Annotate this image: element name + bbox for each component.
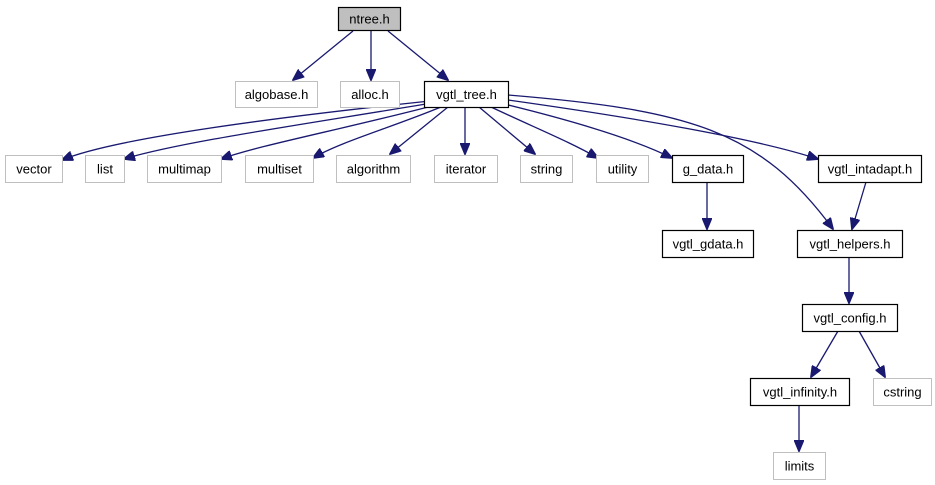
node-list: list bbox=[85, 155, 125, 183]
file-node bbox=[147, 155, 222, 183]
file-node bbox=[671, 154, 745, 184]
file-node bbox=[773, 452, 826, 480]
file-node bbox=[801, 303, 899, 333]
node-label: vgtl_helpers.h bbox=[810, 237, 891, 252]
node-label: vgtl_config.h bbox=[814, 311, 887, 326]
node-label: vgtl_tree.h bbox=[436, 87, 497, 102]
node-vector: vector bbox=[5, 155, 63, 183]
node-multimap: multimap bbox=[147, 155, 222, 183]
node-vgtl-config-h[interactable]: vgtl_config.h bbox=[801, 303, 899, 333]
node-label: multimap bbox=[158, 162, 211, 177]
file-node bbox=[873, 378, 932, 406]
node-multiset: multiset bbox=[245, 155, 314, 183]
edges-layer bbox=[62, 30, 885, 451]
node-label: algobase.h bbox=[245, 87, 309, 102]
node-algorithm: algorithm bbox=[336, 155, 411, 183]
edge-ntree-h-to-algobase-h bbox=[293, 30, 354, 80]
node-label: string bbox=[531, 162, 563, 177]
file-node bbox=[434, 155, 498, 183]
node-label: list bbox=[97, 162, 113, 177]
node-algobase-h: algobase.h bbox=[235, 81, 318, 108]
file-node bbox=[520, 155, 573, 183]
file-node bbox=[340, 81, 400, 108]
node-label: alloc.h bbox=[351, 87, 389, 102]
file-node bbox=[817, 154, 923, 184]
node-label: multiset bbox=[257, 162, 302, 177]
node-string: string bbox=[520, 155, 573, 183]
node-vgtl-infinity-h[interactable]: vgtl_infinity.h bbox=[749, 377, 851, 407]
edge-vgtl-config-h-to-vgtl-infinity-h bbox=[811, 330, 839, 377]
edge-vgtl-tree-h-to-vector bbox=[62, 100, 431, 160]
file-node bbox=[337, 6, 402, 32]
node-vgtl-tree-h[interactable]: vgtl_tree.h bbox=[423, 80, 510, 109]
edge-vgtl-tree-h-to-algorithm bbox=[390, 106, 449, 154]
node-alloc-h: alloc.h bbox=[340, 81, 400, 108]
file-node bbox=[5, 155, 63, 183]
node-label: ntree.h bbox=[349, 12, 389, 27]
edge-vgtl-tree-h-to-multimap bbox=[221, 104, 437, 159]
node-g-data-h[interactable]: g_data.h bbox=[671, 154, 745, 184]
node-iterator: iterator bbox=[434, 155, 498, 183]
edge-vgtl-intadapt-h-to-vgtl-helpers-h bbox=[852, 181, 867, 229]
node-vgtl-intadapt-h[interactable]: vgtl_intadapt.h bbox=[817, 154, 923, 184]
file-node bbox=[423, 80, 510, 109]
edge-vgtl-tree-h-to-vgtl-helpers-h bbox=[507, 94, 833, 229]
edge-ntree-h-to-vgtl-tree-h bbox=[387, 30, 448, 80]
node-label: vgtl_gdata.h bbox=[673, 237, 744, 252]
node-cstring: cstring bbox=[873, 378, 932, 406]
node-label: cstring bbox=[883, 385, 921, 400]
file-node bbox=[661, 229, 755, 259]
node-label: iterator bbox=[446, 162, 487, 177]
edge-vgtl-tree-h-to-g-data-h bbox=[503, 103, 672, 158]
node-label: vector bbox=[16, 162, 52, 177]
file-node bbox=[85, 155, 125, 183]
file-node bbox=[596, 155, 649, 183]
edge-vgtl-tree-h-to-vgtl-intadapt-h bbox=[507, 99, 818, 159]
file-node bbox=[796, 229, 904, 259]
edge-vgtl-tree-h-to-list bbox=[124, 102, 433, 159]
node-limits: limits bbox=[773, 452, 826, 480]
file-node bbox=[235, 81, 318, 108]
nodes-layer: ntree.h algobase.h alloc.h vgtl_tree.hvecto… bbox=[5, 6, 932, 480]
node-utility: utility bbox=[596, 155, 649, 183]
edge-vgtl-tree-h-to-string bbox=[478, 106, 535, 154]
file-node bbox=[336, 155, 411, 183]
node-label: vgtl_intadapt.h bbox=[828, 162, 913, 177]
edge-vgtl-config-h-to-cstring bbox=[858, 330, 885, 377]
node-ntree-h[interactable]: ntree.h bbox=[337, 6, 402, 32]
node-label: limits bbox=[785, 459, 815, 474]
node-vgtl-helpers-h[interactable]: vgtl_helpers.h bbox=[796, 229, 904, 259]
node-label: vgtl_infinity.h bbox=[763, 385, 837, 400]
node-vgtl-gdata-h[interactable]: vgtl_gdata.h bbox=[661, 229, 755, 259]
node-label: utility bbox=[608, 162, 638, 177]
file-node bbox=[245, 155, 314, 183]
node-label: g_data.h bbox=[683, 162, 734, 177]
node-label: algorithm bbox=[347, 162, 400, 177]
file-node bbox=[749, 377, 851, 407]
edge-vgtl-tree-h-to-utility bbox=[490, 106, 598, 158]
edge-vgtl-tree-h-to-multiset bbox=[313, 106, 442, 158]
